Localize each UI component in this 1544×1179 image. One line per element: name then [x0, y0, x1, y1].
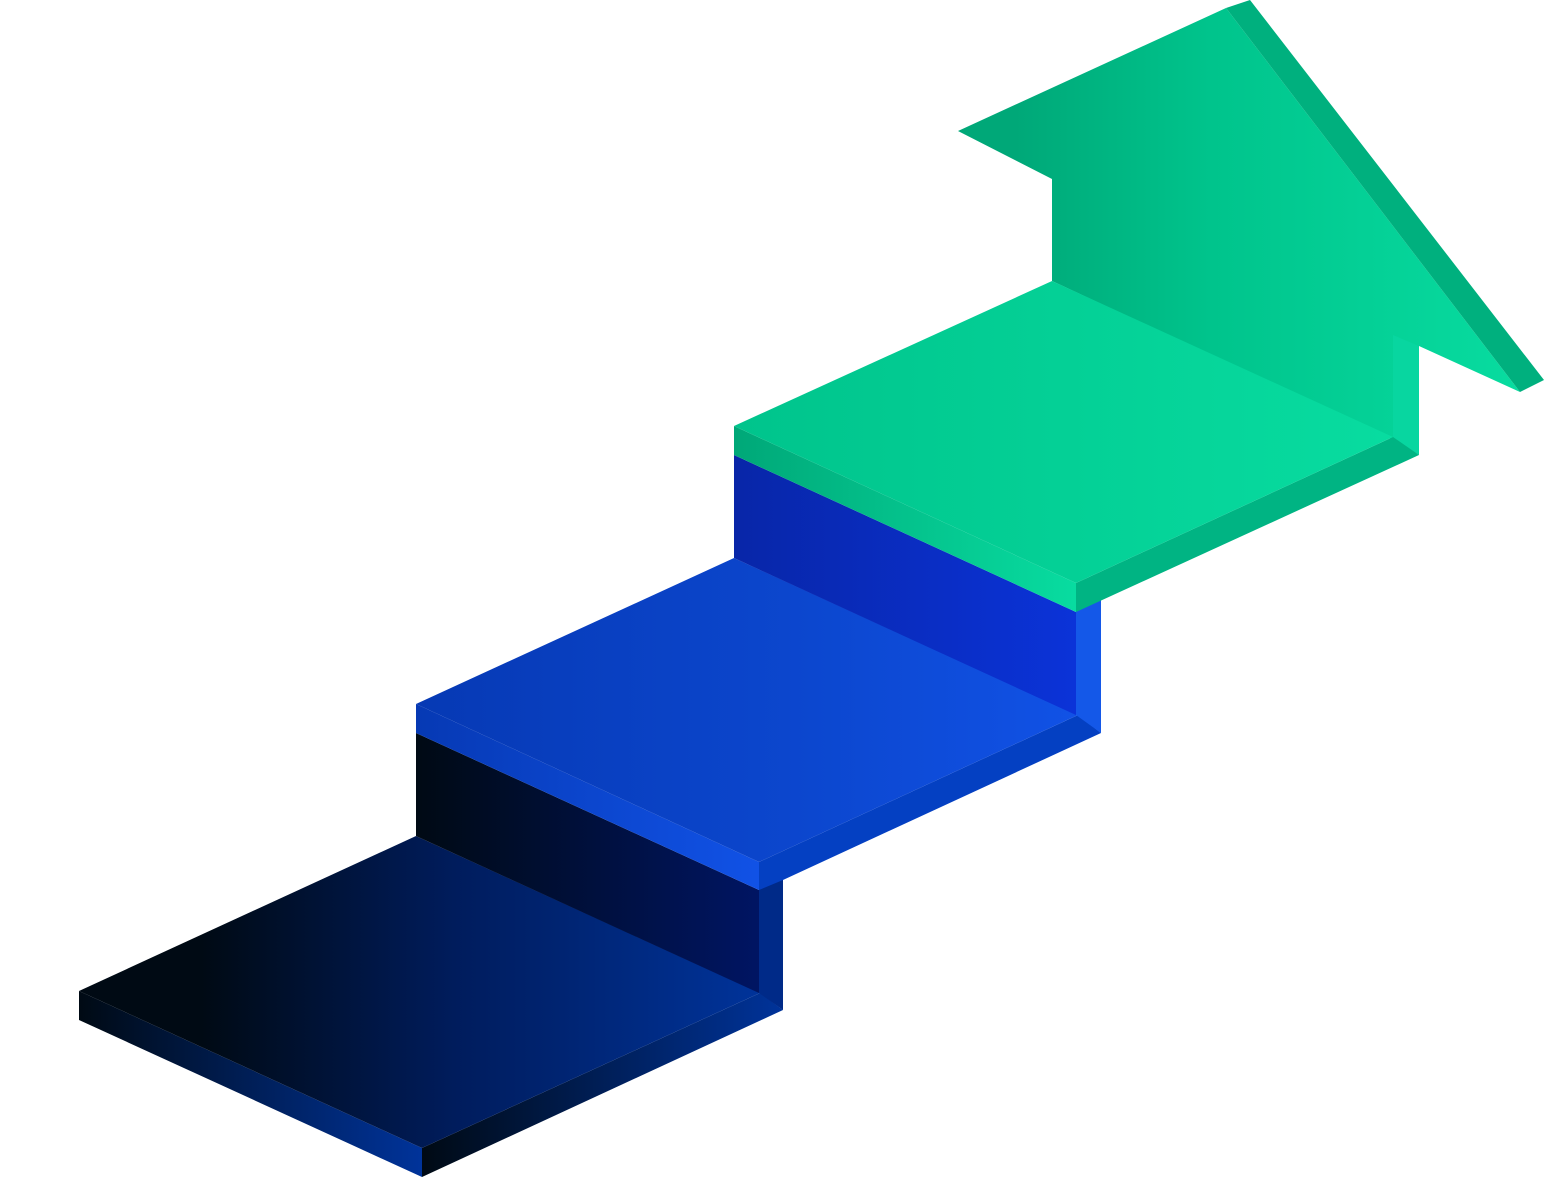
step-3-left-edge: [734, 426, 1076, 612]
step-2-top-face: [416, 558, 1078, 862]
arrow-shaft-side: [1393, 335, 1419, 455]
step-3-top-face: [734, 281, 1393, 583]
riser-2-side-face: [1076, 590, 1101, 733]
step-1: [79, 836, 783, 1177]
step-3: [734, 281, 1419, 612]
step-2-right-edge: [759, 715, 1101, 890]
riser-2: [734, 455, 1101, 733]
riser-1: [416, 733, 783, 1010]
step-1-right-edge: [422, 993, 783, 1177]
arrow-head-edge: [1226, 0, 1544, 392]
step-1-top-face: [79, 836, 760, 1148]
step-2: [416, 558, 1101, 890]
step-3-right-edge: [1076, 437, 1419, 612]
riser-1-front-face: [416, 733, 759, 993]
riser-2-front-face: [734, 455, 1076, 715]
riser-1-side-face: [759, 862, 783, 1010]
step-2-left-edge: [416, 704, 759, 890]
growth-arrow: [958, 0, 1544, 455]
arrow-body: [958, 8, 1520, 440]
step-1-left-edge: [79, 991, 422, 1177]
